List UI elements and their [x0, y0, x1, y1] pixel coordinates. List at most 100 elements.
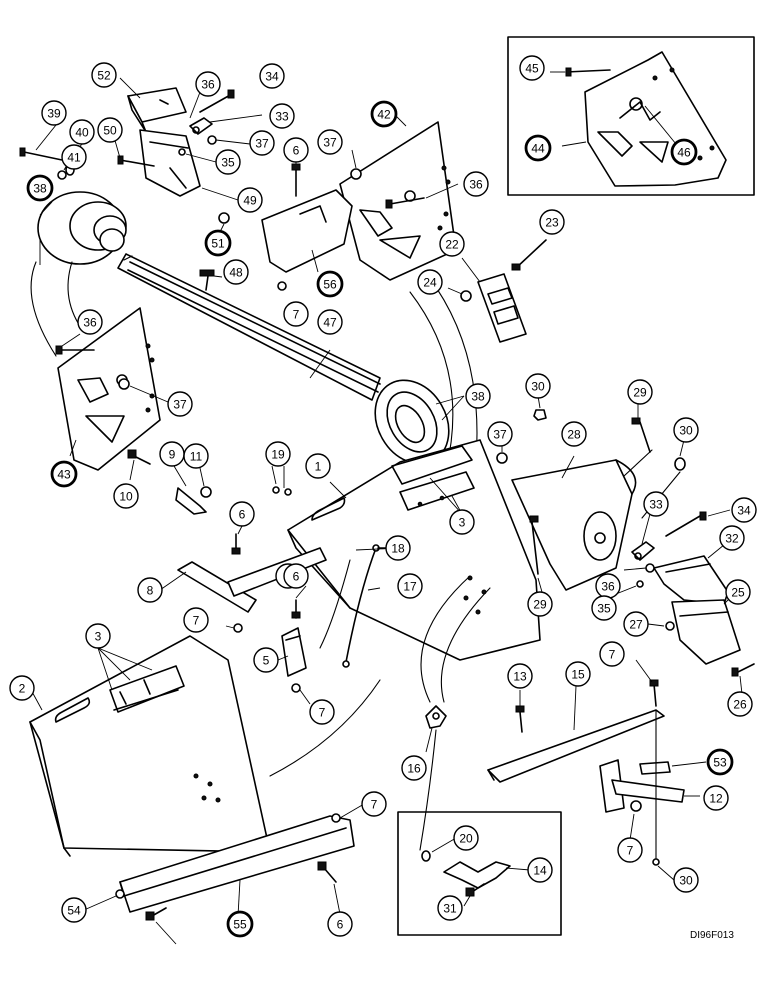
callout-label: 25 — [731, 586, 745, 600]
callout-circle — [137, 577, 163, 603]
callout-3: 3 — [449, 509, 475, 535]
callout-label: 32 — [725, 532, 739, 546]
callout-34: 34 — [259, 63, 285, 89]
bolt-26 — [731, 663, 755, 677]
callout-circle — [519, 55, 545, 81]
hub-38-left — [37, 191, 127, 265]
callout-circle — [401, 755, 427, 781]
callout-circle — [283, 137, 309, 163]
bar-15 — [487, 709, 665, 783]
callout-36: 36 — [195, 71, 221, 97]
callout-9: 9 — [159, 441, 185, 467]
callout-36: 36 — [463, 171, 489, 197]
callout-label: 35 — [221, 156, 235, 170]
nut-30-upper — [533, 409, 547, 421]
plate-43 — [57, 307, 161, 471]
callout-label: 56 — [323, 278, 337, 292]
callout-label: 37 — [173, 398, 187, 412]
nut-37-upper — [350, 168, 362, 180]
callout-label: 20 — [459, 832, 473, 846]
callout-label: 7 — [193, 614, 200, 628]
callout-label: 24 — [423, 276, 437, 290]
callout-circle — [417, 269, 443, 295]
bolt-23 — [511, 239, 547, 271]
washer-35-right — [636, 580, 644, 588]
callout-circle — [316, 270, 344, 298]
callout-6: 6 — [283, 137, 309, 163]
callout-label: 7 — [609, 648, 616, 662]
bolt-48 — [199, 269, 215, 291]
callout-26: 26 — [727, 691, 753, 717]
nut-24 — [460, 290, 472, 302]
callout-30: 30 — [673, 867, 699, 893]
callout-label: 43 — [57, 468, 71, 482]
callout-43: 43 — [50, 460, 78, 488]
callout-50: 50 — [97, 117, 123, 143]
callout-circle — [97, 117, 123, 143]
callout-3: 3 — [85, 623, 111, 649]
callout-label: 31 — [443, 902, 457, 916]
callout-10: 10 — [113, 483, 139, 509]
bolt-50 — [117, 155, 155, 167]
callout-7: 7 — [309, 699, 335, 725]
bracket-12 — [599, 759, 685, 813]
callout-circle — [725, 579, 751, 605]
callout-circle — [539, 209, 565, 235]
callout-label: 45 — [525, 62, 539, 76]
callout-circle — [249, 130, 275, 156]
bolt-36-upper — [385, 197, 425, 209]
callout-13: 13 — [507, 663, 533, 689]
callout-circle — [195, 71, 221, 97]
callout-circle — [204, 229, 232, 257]
callout-label: 18 — [391, 542, 405, 556]
bracket-25 — [671, 599, 741, 665]
callout-label: 47 — [323, 316, 337, 330]
callout-14: 14 — [527, 857, 553, 883]
callout-label: 29 — [633, 386, 647, 400]
bolt-39 — [19, 147, 63, 161]
callout-circle — [561, 421, 587, 447]
callout-circle — [385, 535, 411, 561]
bolt-6-right — [649, 679, 659, 707]
callout-circle — [226, 910, 254, 938]
callout-circle — [397, 573, 423, 599]
callout-label: 33 — [275, 110, 289, 124]
nut-37-right — [496, 452, 508, 464]
bolt-6-lower — [291, 599, 301, 619]
callout-23: 23 — [539, 209, 565, 235]
callout-circle — [317, 129, 343, 155]
callout-label: 11 — [190, 450, 203, 464]
callout-circle — [223, 259, 249, 285]
callout-label: 37 — [493, 428, 507, 442]
callout-label: 55 — [233, 918, 247, 932]
callout-circle — [670, 138, 698, 166]
callout-label: 5 — [263, 654, 270, 668]
callout-label: 12 — [709, 792, 723, 806]
bracket-49 — [139, 129, 201, 197]
callout-30: 30 — [525, 373, 551, 399]
callout-28: 28 — [561, 421, 587, 447]
clip-16 — [425, 705, 447, 729]
drawing-reference: DI96F013 — [690, 930, 734, 941]
bracket-5 — [281, 627, 307, 677]
callout-label: 46 — [677, 146, 691, 160]
bolt-34 — [199, 89, 235, 113]
callout-circle — [91, 62, 117, 88]
callout-6: 6 — [229, 501, 255, 527]
callout-circle — [167, 391, 193, 417]
callout-label: 37 — [323, 136, 337, 150]
callout-circle — [453, 825, 479, 851]
nut-11 — [200, 486, 212, 498]
washer-35-top — [178, 148, 186, 156]
callout-32: 32 — [719, 525, 745, 551]
callout-label: 17 — [403, 580, 417, 594]
callout-7: 7 — [617, 837, 643, 863]
callout-circle — [77, 309, 103, 335]
bracket-56 — [261, 189, 353, 273]
callout-46: 46 — [670, 138, 698, 166]
callout-circle — [439, 231, 465, 257]
callout-circle — [507, 663, 533, 689]
bolt-55 — [317, 861, 337, 883]
nut-7-upper — [277, 281, 287, 291]
